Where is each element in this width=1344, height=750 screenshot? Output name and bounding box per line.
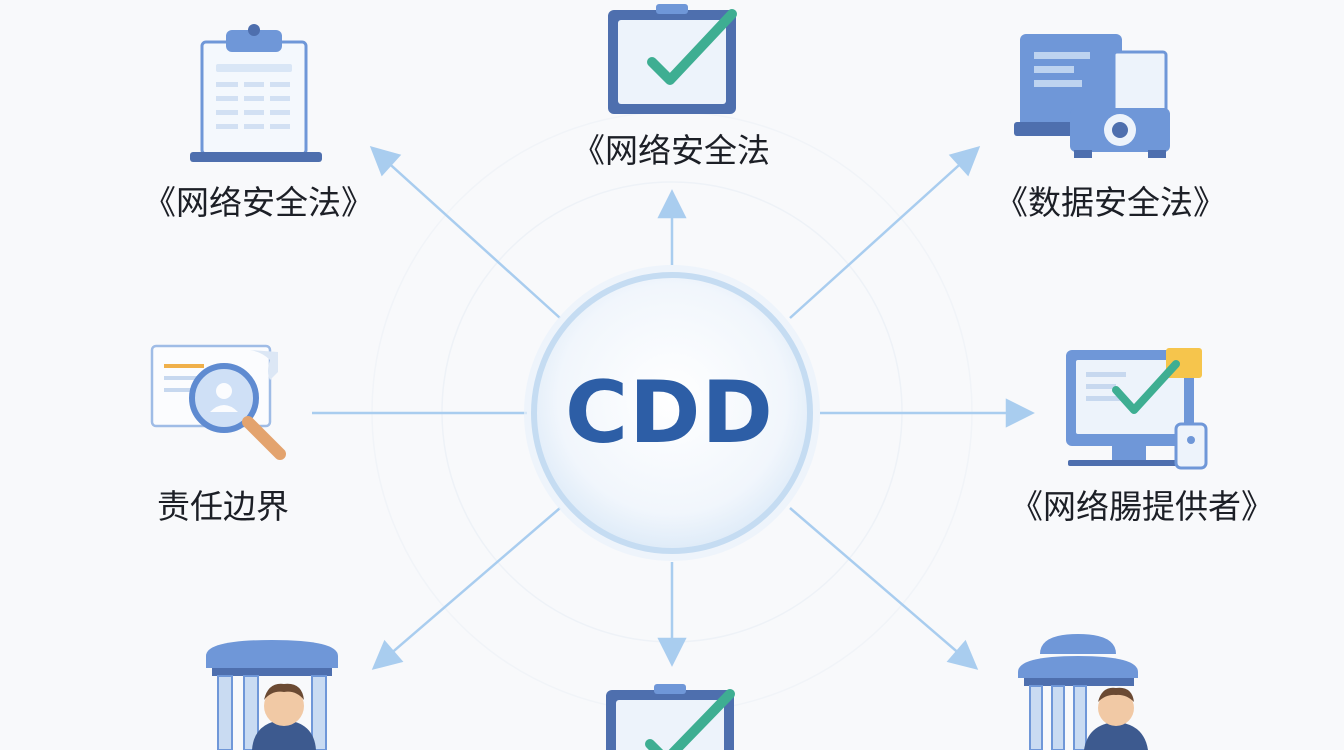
court-person-icon-right (1018, 634, 1148, 750)
connector-top-right (789, 146, 981, 319)
connectors (312, 146, 1035, 670)
hub-label: CDD (565, 363, 774, 463)
node-label-top-left: 《网络安全法》 (143, 183, 374, 222)
node-label-top: 《网络安全法 (572, 131, 770, 170)
checked-board-icon-top (608, 4, 737, 114)
node-label-top-right: 《数据安全法》 (995, 183, 1226, 222)
connector-bottom-right (789, 507, 979, 670)
connector-bottom-left (371, 507, 561, 670)
node-label-left: 责任边界 (157, 487, 289, 526)
hub-circle (524, 265, 820, 561)
server-computer-icon (1014, 34, 1170, 158)
court-person-icon-left (206, 640, 338, 750)
node-label-right: 《网络腸提供者》 (1010, 487, 1274, 526)
magnifier-profile-icon (150, 344, 286, 460)
clipboard-document-icon (190, 24, 322, 162)
monitor-check-icon (1066, 348, 1208, 470)
connector-top-left (369, 146, 561, 319)
checked-board-icon-bottom (606, 684, 735, 750)
